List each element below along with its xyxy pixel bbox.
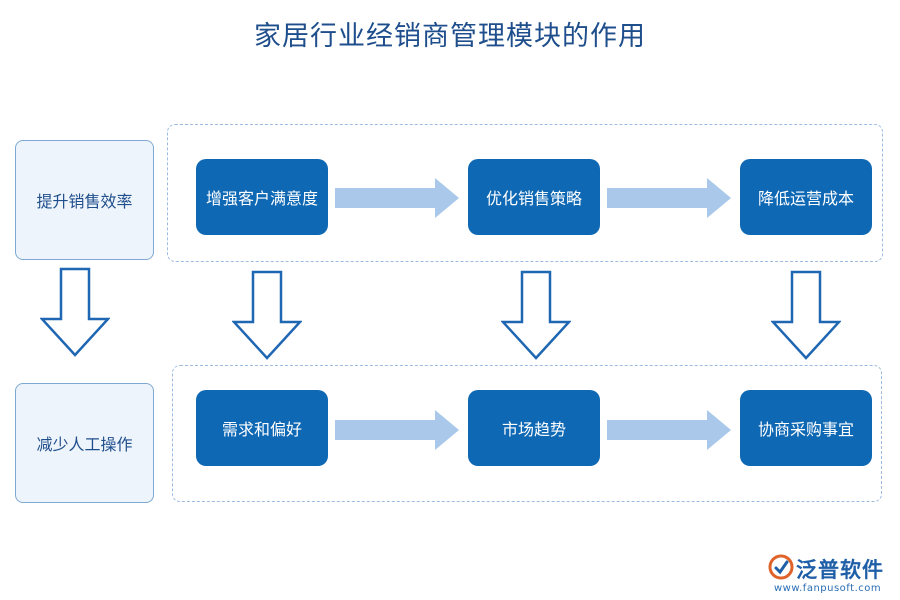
- node-sales-strategy: 优化销售策略: [468, 159, 600, 235]
- arrow-right-icon: [335, 178, 459, 218]
- node-demand-preference: 需求和偏好: [196, 390, 328, 466]
- arrow-right-icon: [335, 410, 459, 450]
- logo-url: www.fanpusoft.com: [774, 583, 882, 594]
- node-customer-satisfaction: 增强客户满意度: [196, 159, 328, 235]
- node-label: 优化销售策略: [485, 189, 582, 208]
- side-label-efficiency: 提升销售效率: [36, 192, 133, 211]
- node-label: 降低运营成本: [757, 189, 854, 208]
- node-label: 协商采购事宜: [757, 420, 854, 439]
- group-row-1: [167, 124, 883, 262]
- diagram-title: 家居行业经销商管理模块的作用: [254, 21, 646, 52]
- arrow-down-icon: [232, 270, 302, 360]
- logo-mark-icon: [768, 554, 794, 580]
- node-label: 需求和偏好: [221, 420, 302, 439]
- group-row-2: [172, 365, 882, 502]
- arrow-down-icon: [771, 270, 841, 360]
- fanpu-logo: 泛普软件 www.fanpusoft.com: [766, 552, 896, 598]
- side-box-manual: 减少人工操作: [15, 383, 154, 503]
- node-procurement: 协商采购事宜: [740, 390, 872, 466]
- arrow-right-icon: [607, 178, 731, 218]
- node-label: 增强客户满意度: [205, 189, 318, 208]
- logo-name: 泛普软件: [796, 558, 884, 582]
- node-market-trend: 市场趋势: [468, 390, 600, 466]
- side-label-manual: 减少人工操作: [36, 435, 133, 454]
- arrow-down-icon: [501, 270, 571, 360]
- arrow-right-icon: [607, 410, 731, 450]
- node-operating-cost: 降低运营成本: [740, 159, 872, 235]
- arrow-down-icon: [40, 267, 110, 357]
- node-label: 市场趋势: [501, 420, 566, 439]
- side-box-efficiency: 提升销售效率: [15, 140, 154, 260]
